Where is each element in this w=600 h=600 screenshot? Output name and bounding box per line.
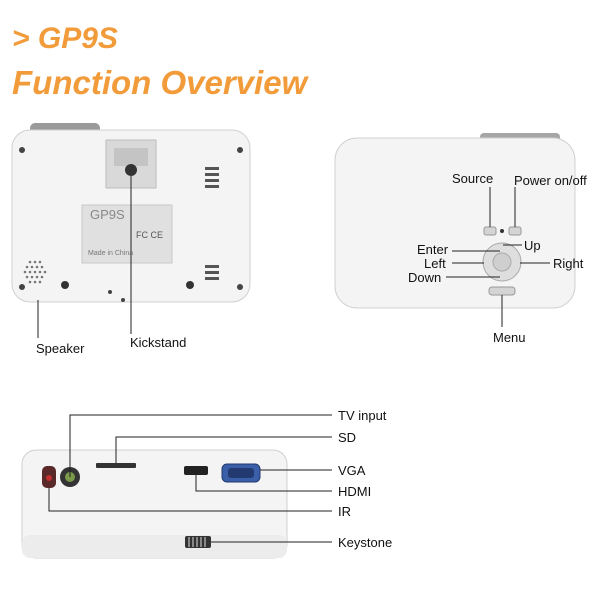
enter-label: Enter (417, 242, 449, 257)
speaker-grille-icon (23, 260, 47, 284)
down-label: Down (408, 270, 442, 285)
kickstand-label: Kickstand (130, 335, 187, 350)
power-label: Power on/off (514, 173, 587, 188)
tv-input-label: TV input (338, 408, 387, 423)
up-label: Up (524, 238, 541, 253)
left-label: Left (424, 256, 446, 271)
sd-label: SD (338, 430, 357, 445)
vent-grille-icon (205, 167, 219, 280)
keystone-label: Keystone (338, 535, 393, 550)
projector-bottom-view (11, 123, 251, 338)
source-label: Source (452, 171, 494, 186)
menu-label: Menu (493, 330, 526, 345)
projector-rear-view (21, 414, 332, 559)
label-plate-certs: FC CE (136, 230, 163, 240)
product-title: > GP9S (12, 22, 118, 55)
label-plate-model: GP9S (90, 207, 125, 222)
projector-top-view (334, 133, 576, 327)
page-title: Function Overview (12, 64, 308, 101)
right-label: Right (553, 256, 584, 271)
vga-label: VGA (338, 463, 366, 478)
ir-label: IR (338, 504, 351, 519)
kickstand-screw-icon (125, 164, 137, 176)
hdmi-label: HDMI (338, 484, 372, 499)
speaker-label: Speaker (36, 341, 85, 356)
label-plate-made-in: Made in China (88, 250, 134, 257)
